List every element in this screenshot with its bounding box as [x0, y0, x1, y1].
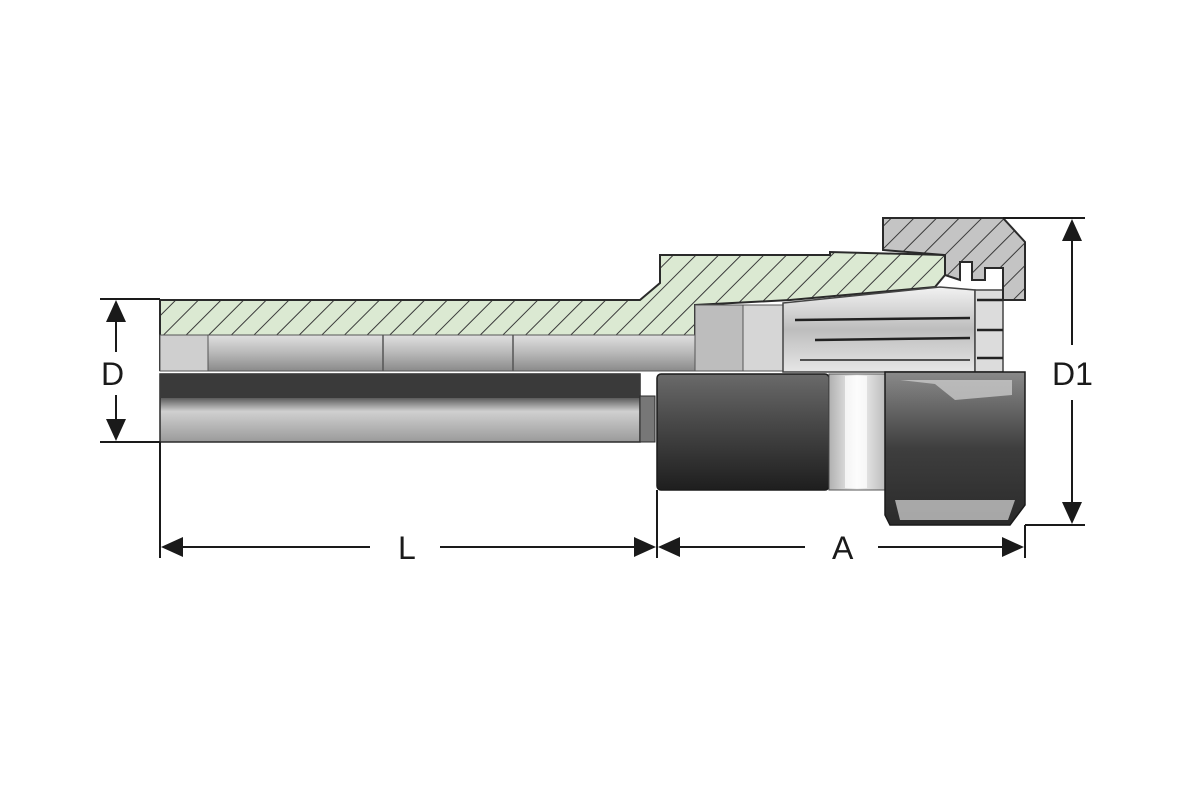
nut-section-upper: [882, 217, 1026, 301]
shank-exterior: [159, 373, 656, 443]
dimension-label-d1: D1: [1046, 358, 1099, 390]
body-ring: [828, 373, 886, 491]
dimension-label-d: D: [95, 358, 131, 390]
dimension-lines: [100, 217, 1085, 558]
shank-bore: [159, 304, 784, 372]
clamping-nut-exterior: [884, 371, 1026, 526]
chuck-body-exterior: [656, 373, 830, 491]
collet: [782, 286, 1004, 373]
dimension-label-a: A: [826, 532, 860, 564]
dimension-label-l: L: [392, 532, 422, 564]
